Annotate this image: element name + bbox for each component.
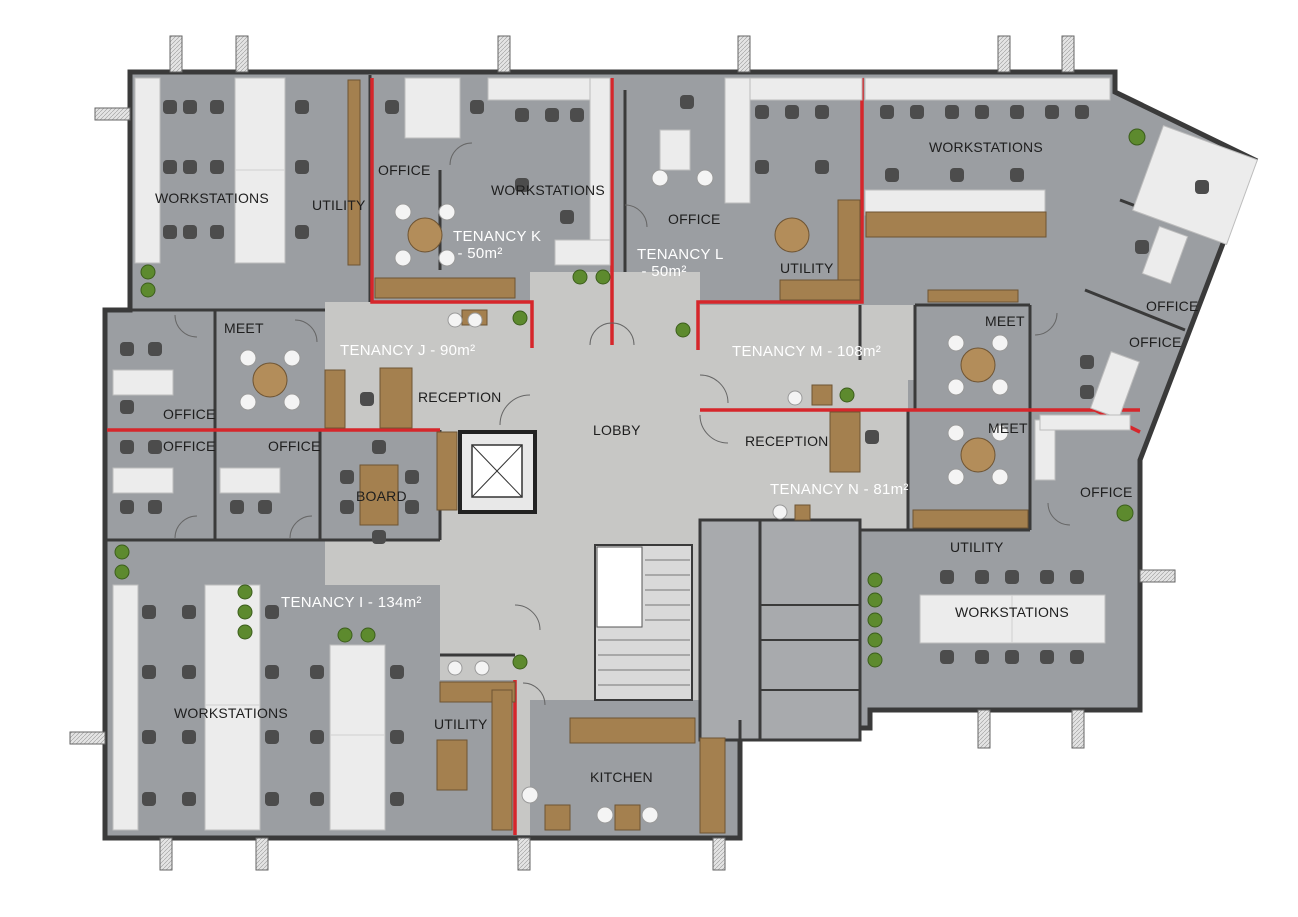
office-label-i1: OFFICE [163,438,216,454]
office-label-ne2: OFFICE [1129,334,1182,350]
office-label-i2: OFFICE [268,438,321,454]
workstations-label-ne: WORKSTATIONS [929,139,1043,155]
lobby-label: LOBBY [593,422,641,438]
utility-label-l: UTILITY [780,260,834,276]
reception-label-j: RECEPTION [418,389,502,405]
workstations-label-k: WORKSTATIONS [491,182,605,198]
toilets [698,518,862,742]
workstations-label-sw: WORKSTATIONS [174,705,288,721]
tenancy-i-label: TENANCY I - 134m² [281,594,422,611]
tenancy-m-label: TENANCY M - 108m² [732,343,882,360]
office-label-n: OFFICE [1080,484,1133,500]
board-label: BOARD [356,488,407,504]
tenancy-n-label: TENANCY N - 81m² [770,481,909,498]
office-label-l: OFFICE [668,211,721,227]
utility-label-n: UTILITY [950,539,1004,555]
office-label-k: OFFICE [378,162,431,178]
reception-label-n: RECEPTION [745,433,829,449]
tenancy-l-label: TENANCY L - 50m² [637,246,724,280]
meet-label-n: MEET [988,420,1028,436]
utility-label-nw: UTILITY [312,197,366,213]
workstations-label-nw: WORKSTATIONS [155,190,269,206]
meet-label-j: MEET [224,320,264,336]
office-label-ne1: OFFICE [1146,298,1199,314]
meet-label-m: MEET [985,313,1025,329]
stair-void [596,546,643,628]
office-label-j: OFFICE [163,406,216,422]
workstations-label-se: WORKSTATIONS [955,604,1069,620]
utility-label-i: UTILITY [434,716,488,732]
kitchen-label: KITCHEN [590,769,653,785]
tenancy-k-label: TENANCY K - 50m² [453,228,542,262]
tenancy-j-label: TENANCY J - 90m² [340,342,476,359]
